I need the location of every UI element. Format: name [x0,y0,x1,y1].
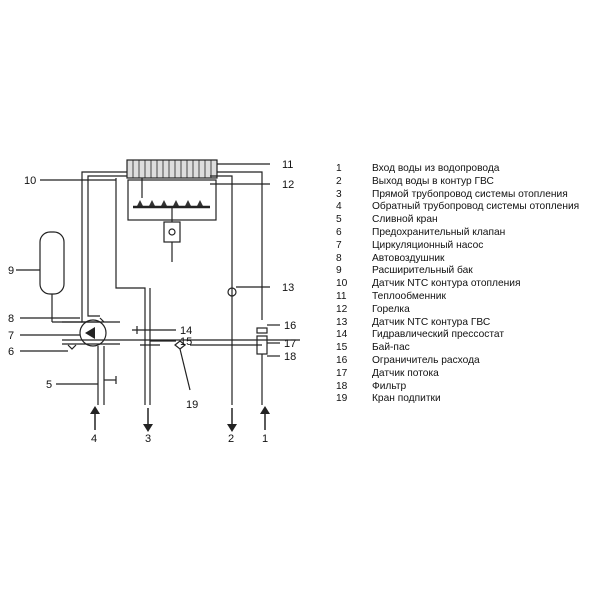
legend-item: 11 Теплообменник [336,291,600,304]
legend-text: Датчик NTC контура отопления [372,278,521,290]
legend-text: Датчик потока [372,367,439,379]
legend-item: 12 Горелка [336,304,600,317]
label-15: 15 [180,336,192,348]
legend-text: Вход воды из водопровода [372,163,500,174]
label-11: 11 [282,159,293,171]
legend-text: Горелка [372,303,410,315]
legend-number: 15 [336,342,348,354]
legend-text: Фильтр [372,380,407,392]
label-10: 10 [24,175,36,187]
label-7: 7 [8,330,14,342]
circulation-pump [79,319,107,347]
label-13: 13 [282,282,294,294]
label-9: 9 [8,265,14,277]
legend-number: 10 [336,278,348,290]
legend-number: 12 [336,303,348,315]
legend-number: 11 [336,290,347,302]
legend-number: 14 [336,329,348,341]
label-2: 2 [228,433,234,445]
legend-number: 4 [336,201,342,213]
legend-item: 1 Вход воды из водопровода [336,163,600,176]
legend-item: 8 Автовоздушник [336,253,600,266]
legend-item: 5 Сливной кран [336,214,600,227]
legend-text: Кран подпитки [372,393,441,405]
legend-number: 16 [336,354,348,366]
legend-number: 2 [336,175,342,187]
legend-number: 9 [336,265,342,277]
legend-item: 18 Фильтр [336,381,600,394]
legend-number: 17 [336,367,348,379]
legend-text: Циркуляционный насос [372,239,484,251]
legend-text: Датчик NTC контура ГВС [372,316,491,328]
legend-item: 16 Ограничитель расхода [336,355,600,368]
legend-item: 3 Прямой трубопровод системы отопления [336,189,600,202]
legend-number: 3 [336,188,342,200]
label-14: 14 [180,325,192,337]
heat-exchanger [126,159,218,179]
legend-text: Бай-пас [372,342,410,354]
label-4: 4 [91,433,97,445]
legend-text: Прямой трубопровод системы отопления [372,188,568,200]
legend-item: 19 Кран подпитки [336,393,600,406]
legend-item: 6 Предохранительный клапан [336,227,600,240]
legend-item: 10 Датчик NTC контура отопления [336,278,600,291]
label-17: 17 [284,338,296,350]
gas-valve [163,221,181,243]
label-1: 1 [262,433,268,445]
legend-text: Ограничитель расхода [372,354,480,366]
legend-number: 5 [336,214,342,226]
legend-text: Предохранительный клапан [372,226,506,238]
legend-item: 9 Расширительный бак [336,265,600,278]
legend-item: 2 Выход воды в контур ГВС [336,176,600,189]
legend-item: 13 Датчик NTC контура ГВС [336,317,600,330]
label-5: 5 [46,379,52,391]
legend-text: Гидравлический прессостат [372,329,505,341]
legend-number: 6 [336,226,342,238]
label-19: 19 [186,399,198,411]
label-3: 3 [145,433,151,445]
legend-number: 1 [336,163,342,174]
legend-text: Расширительный бак [372,265,473,277]
legend-text: Теплообменник [372,290,446,302]
legend-item: 17 Датчик потока [336,368,600,381]
label-6: 6 [8,346,14,358]
legend-number: 13 [336,316,348,328]
label-18: 18 [284,351,296,363]
label-12: 12 [282,179,294,191]
legend-item: 4 Обратный трубопровод системы отопления [336,201,600,214]
legend-text: Сливной кран [372,214,438,226]
legend-number: 8 [336,252,342,264]
label-8: 8 [8,313,14,325]
legend-number: 19 [336,393,348,405]
legend-text: Обратный трубопровод системы отопления [372,201,580,213]
legend-item: 15 Бай-пас [336,342,600,355]
legend-text: Выход воды в контур ГВС [372,175,494,187]
burner-flames [137,200,203,206]
legend-text: Автовоздушник [372,252,445,264]
legend-item: 7 Циркуляционный насос [336,240,600,253]
legend-item: 14 Гидравлический прессостат [336,329,600,342]
label-16: 16 [284,320,296,332]
legend-number: 7 [336,239,342,251]
expansion-tank [39,231,65,295]
legend-number: 18 [336,380,348,392]
legend: 1 Вход воды из водопровода 2 Выход воды в к… [336,163,600,406]
